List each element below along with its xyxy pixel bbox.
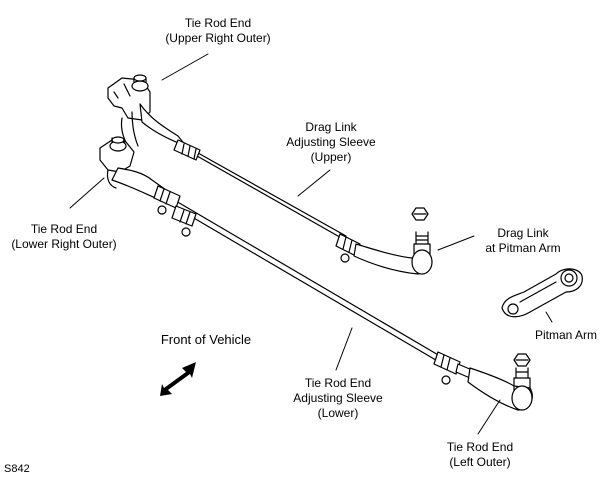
label-pitman-arm: Pitman Arm — [534, 328, 597, 342]
upper-right-knuckle-arm — [107, 74, 151, 121]
leader-pitman-arm — [545, 311, 553, 323]
left-outer-tie-rod-end — [467, 353, 533, 411]
figure-code: S842 — [4, 463, 30, 475]
lower-tie-rod-tube — [153, 185, 473, 385]
leader-drag-link-sleeve-upper — [297, 169, 331, 197]
upper-drag-link-rod — [173, 139, 361, 263]
leader-tie-rod-sleeve-lower — [335, 327, 353, 371]
leader-lines — [69, 53, 553, 435]
label-tie-rod-sleeve-lower: Tie Rod End Adjusting Sleeve (Lower) — [293, 376, 383, 420]
front-arrow — [160, 362, 196, 396]
pitman-arm — [501, 268, 583, 318]
leader-lower-right-end — [69, 177, 105, 209]
label-tie-rod-end-left: Tie Rod End (Left Outer) — [446, 440, 514, 469]
label-tie-rod-end-lower-right: Tie Rod End (Lower Right Outer) — [11, 222, 117, 251]
label-drag-link-pitman: Drag Link at Pitman Arm — [485, 226, 561, 255]
label-drag-link-sleeve-upper: Drag Link Adjusting Sleeve (Upper) — [286, 120, 376, 164]
leader-upper-right-end — [161, 53, 209, 81]
leader-drag-link-pitman — [437, 235, 475, 251]
leader-left-outer-end — [477, 399, 501, 435]
lower-right-tie-rod-end — [99, 136, 167, 201]
label-front-of-vehicle: Front of Vehicle — [160, 332, 252, 347]
label-tie-rod-end-upper-right: Tie Rod End (Upper Right Outer) — [165, 16, 271, 45]
drag-link-pitman-end — [353, 207, 433, 275]
